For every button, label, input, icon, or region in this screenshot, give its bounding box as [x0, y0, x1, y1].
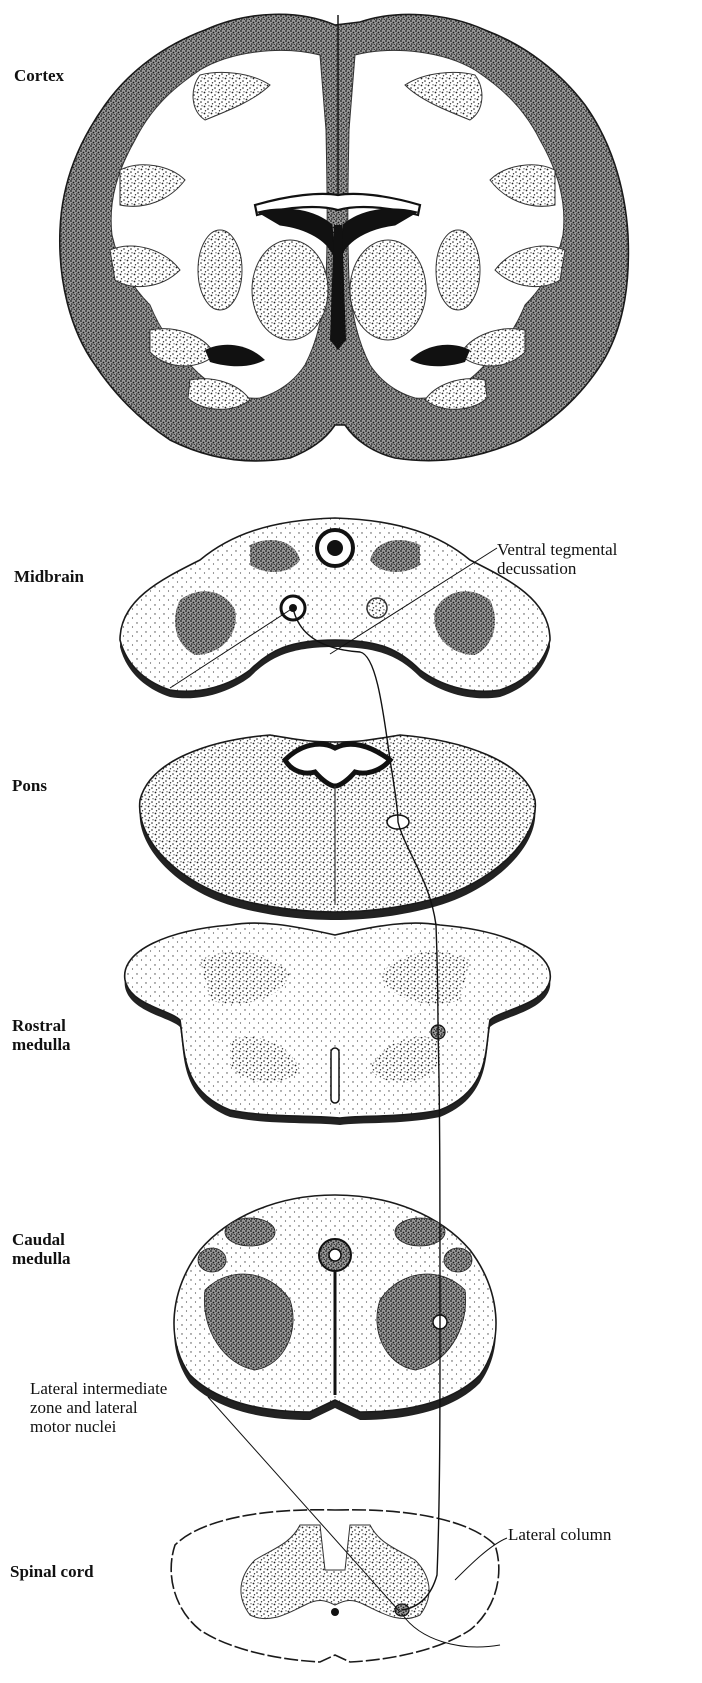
midbrain-section: [120, 518, 550, 698]
rostral-medulla-midline: [331, 1048, 339, 1103]
annotation-lateral-intermediate-zone: Lateral intermediate zone and lateral mo…: [30, 1379, 167, 1436]
label-rostral-medulla: Rostral medulla: [12, 1016, 71, 1054]
cortex-section: [60, 14, 629, 461]
label-caudal-medulla: Caudal medulla: [12, 1230, 71, 1268]
pons-section: [140, 735, 536, 920]
annotation-lateral-column: Lateral column: [508, 1525, 611, 1544]
central-canal-spinal: [331, 1608, 339, 1616]
annotation-ventral-tegmental-decussation: Ventral tegmental decussation: [497, 540, 617, 578]
label-pons: Pons: [12, 776, 47, 795]
label-midbrain: Midbrain: [14, 567, 84, 586]
spinal-cord-section: [171, 1510, 499, 1662]
red-nucleus-right: [367, 598, 387, 618]
rostral-medulla-section: [125, 923, 551, 1125]
caudal-medulla-section: [174, 1195, 496, 1420]
label-spinal-cord: Spinal cord: [10, 1562, 94, 1581]
label-cortex: Cortex: [14, 66, 64, 85]
